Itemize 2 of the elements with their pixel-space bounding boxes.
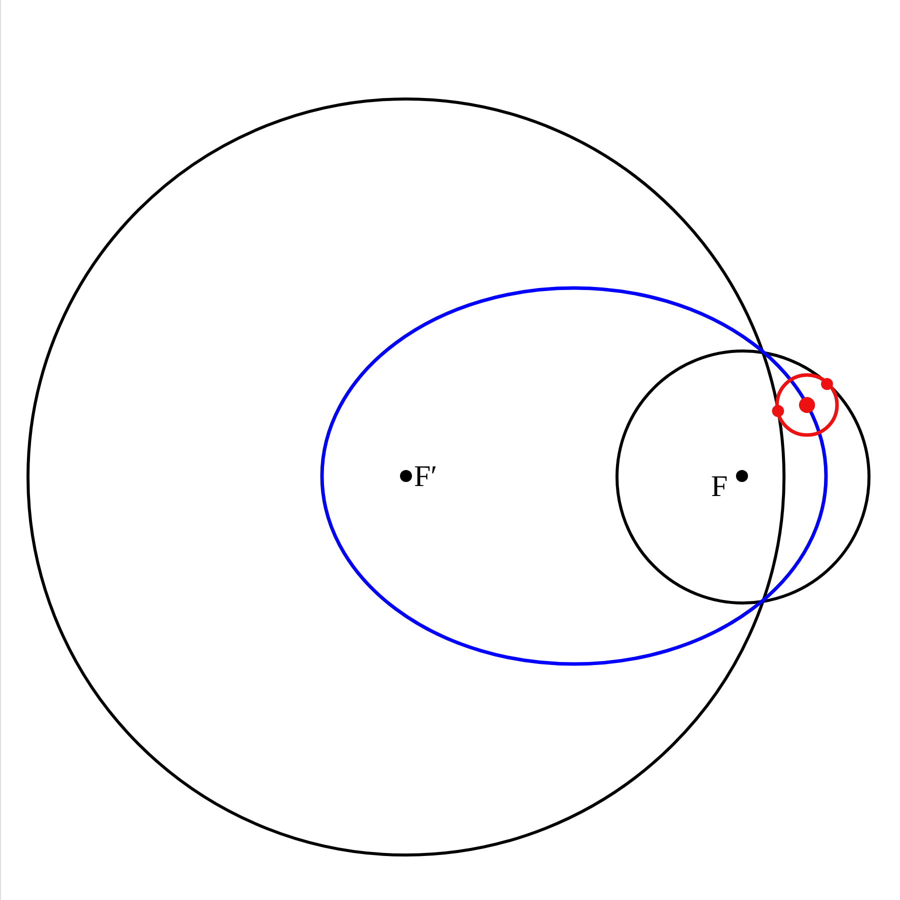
point-label: F′ [414,462,438,492]
point-label: F [711,472,728,502]
